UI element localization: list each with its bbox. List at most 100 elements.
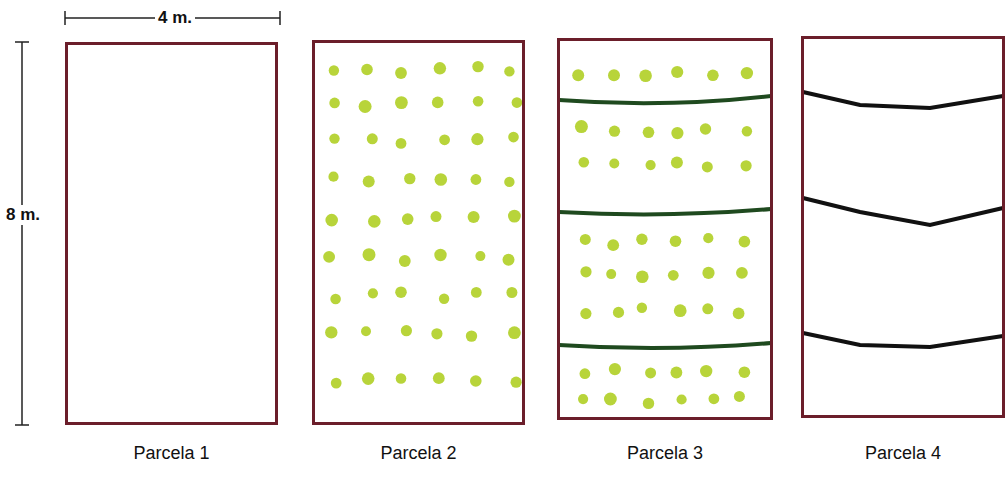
- plant-dot: [512, 97, 523, 108]
- plant-dot: [473, 96, 484, 107]
- plant-dot: [503, 254, 515, 266]
- parcel-caption: Parcela 4: [865, 443, 941, 464]
- plant-dot: [707, 70, 719, 82]
- plant-dot: [703, 233, 713, 243]
- plant-dot: [734, 391, 745, 402]
- plant-dot: [674, 304, 687, 317]
- plant-dot: [645, 367, 656, 378]
- plant-dot: [466, 330, 477, 341]
- plant-dots: [323, 61, 753, 409]
- plant-dot: [395, 67, 407, 79]
- plant-dot: [700, 123, 711, 134]
- barrier-lines: [559, 96, 771, 348]
- plant-dot: [361, 326, 371, 336]
- plant-dot: [670, 235, 682, 247]
- plant-dot: [439, 294, 449, 304]
- plant-dot: [677, 394, 687, 404]
- plant-dot: [402, 213, 414, 225]
- plant-dot: [575, 120, 588, 133]
- plant-dot: [636, 234, 647, 245]
- plant-dot: [433, 372, 445, 384]
- plant-dot: [733, 308, 745, 320]
- plant-dot: [609, 159, 619, 169]
- plant-dot: [363, 248, 376, 261]
- plant-dot: [702, 267, 714, 279]
- plant-dot: [742, 126, 752, 136]
- plant-dot: [435, 173, 448, 186]
- plant-dot: [396, 138, 407, 149]
- plant-dot: [325, 326, 337, 338]
- plant-dot: [325, 214, 338, 227]
- plant-dot: [431, 328, 442, 339]
- plant-dot: [736, 267, 748, 279]
- plant-dot: [613, 307, 624, 318]
- plant-dot: [468, 211, 480, 223]
- plant-dot: [579, 157, 590, 168]
- plant-dot: [609, 363, 621, 375]
- plant-dot: [580, 234, 591, 245]
- furrow-lines: [803, 92, 1003, 347]
- plant-dot: [508, 132, 519, 143]
- plant-dot: [671, 157, 683, 169]
- plant-dot: [368, 215, 381, 228]
- dimension-label: 8 m.: [3, 205, 43, 225]
- parcel-box: Parcela 3: [557, 38, 773, 420]
- plant-dot: [572, 69, 584, 81]
- plant-dot: [368, 288, 378, 298]
- plant-dot: [739, 366, 751, 378]
- plant-dot: [578, 394, 588, 404]
- plant-dot: [331, 378, 342, 389]
- plant-dot: [580, 266, 591, 277]
- plant-dot: [323, 251, 335, 263]
- plant-dot: [702, 303, 713, 314]
- plant-dot: [328, 172, 338, 182]
- plant-dot: [702, 161, 713, 172]
- plant-dot: [472, 61, 483, 72]
- plant-dot: [431, 211, 442, 222]
- plant-dot: [395, 286, 407, 298]
- plant-dot: [609, 126, 620, 137]
- plant-dot: [671, 66, 683, 78]
- parcel-caption: Parcela 2: [380, 443, 456, 464]
- dimension-lines: [15, 11, 280, 425]
- plant-dot: [471, 174, 482, 185]
- plant-dot: [471, 133, 483, 145]
- plant-dot: [395, 96, 408, 109]
- parcel-caption: Parcela 1: [133, 443, 209, 464]
- plant-dot: [363, 175, 375, 187]
- plant-dot: [434, 62, 446, 74]
- plant-dot: [329, 133, 339, 143]
- parcel-caption: Parcela 3: [627, 443, 703, 464]
- plant-dot: [434, 249, 446, 261]
- plant-dot: [608, 69, 620, 81]
- plant-dot: [510, 377, 521, 388]
- plant-dot: [362, 372, 375, 385]
- plant-dot: [475, 251, 485, 261]
- plant-dot: [604, 393, 617, 406]
- plant-dot: [404, 173, 415, 184]
- plant-dot: [580, 308, 591, 319]
- plant-dot: [504, 66, 514, 76]
- plant-dot: [396, 373, 407, 384]
- plant-dot: [636, 271, 649, 284]
- plant-dot: [361, 64, 373, 76]
- plant-dot: [709, 393, 720, 404]
- plant-dot: [359, 100, 372, 113]
- plant-dot: [643, 127, 655, 139]
- plant-dot: [330, 294, 341, 305]
- plant-dot: [643, 398, 654, 409]
- parcel-box: Parcela 2: [312, 40, 525, 425]
- parcel-box: Parcela 4: [801, 36, 1005, 418]
- parcel-box: Parcela 1: [65, 42, 278, 425]
- plant-dot: [367, 133, 378, 144]
- plant-dot: [741, 67, 753, 79]
- plant-dot: [668, 270, 679, 281]
- plant-dot: [671, 367, 683, 379]
- plant-dot: [607, 239, 619, 251]
- plant-dot: [508, 326, 521, 339]
- plant-dot: [700, 365, 712, 377]
- plant-dot: [606, 269, 616, 279]
- plant-dot: [439, 134, 450, 145]
- dimension-label: 4 m.: [155, 8, 195, 28]
